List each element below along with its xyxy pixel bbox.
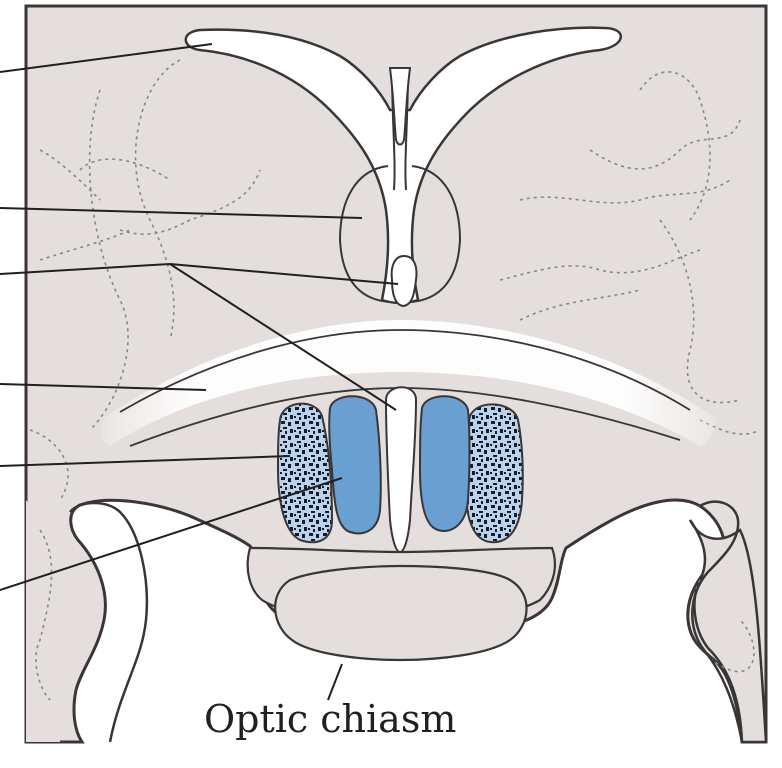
- optic-chiasm-body: [275, 566, 526, 660]
- leader-line-optic-chiasm: [328, 664, 342, 700]
- optic-chiasm: [248, 548, 555, 660]
- optic-chiasm-label: Optic chiasm: [204, 697, 456, 741]
- blue-nucleus-left: [329, 396, 381, 533]
- third-ventricle-upper: [392, 256, 417, 306]
- stippled-nucleus-left: [278, 404, 332, 543]
- blue-nucleus-right: [420, 396, 470, 531]
- stippled-nucleus-right: [466, 404, 523, 542]
